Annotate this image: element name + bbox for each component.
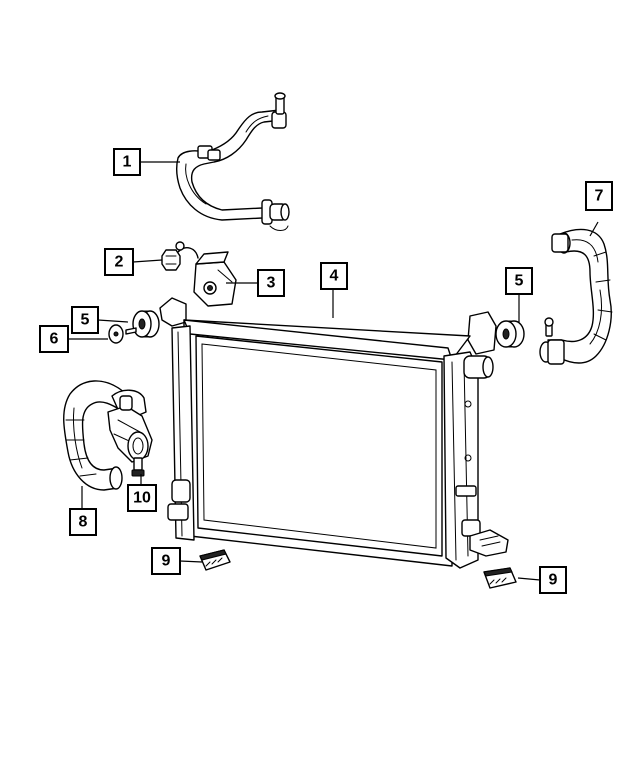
callout-6-label: 6 [50,331,59,348]
callout-6: 6 [39,325,69,353]
part-7-hose-right [539,228,613,365]
callout-5-left: 5 [71,306,99,334]
callout-4-label: 4 [330,268,339,285]
part-2-bolt [161,241,199,271]
callout-9-right-label: 9 [549,572,558,589]
callout-2: 2 [104,248,134,276]
part-9-pad-right [483,567,517,589]
callout-9-left-label: 9 [162,553,171,570]
callout-3-label: 3 [267,275,276,292]
part-5-isolator-right [495,320,525,348]
part-6-screw [108,324,137,344]
part-4-radiator [159,297,509,569]
callout-9-right: 9 [539,566,567,594]
part-5-isolator-left [132,310,160,338]
callout-8: 8 [69,508,97,536]
callout-10: 10 [127,484,157,512]
callout-1: 1 [113,148,141,176]
callout-7: 7 [585,181,613,211]
callout-8-label: 8 [79,514,88,531]
callout-2-label: 2 [115,254,124,271]
callout-5-right-label: 5 [515,273,524,290]
callout-4: 4 [320,262,348,290]
callout-7-label: 7 [595,188,604,205]
callout-5-left-label: 5 [81,312,90,329]
part-1-coolant-tube [175,92,290,231]
callout-1-label: 1 [123,154,132,171]
leader-lines [68,161,599,581]
callout-3: 3 [257,269,285,297]
part-3-bracket [193,251,237,307]
callout-9-left: 9 [151,547,181,575]
part-8-hose-left [63,380,153,491]
callout-5-right: 5 [505,267,533,295]
part-10-clamp [131,457,145,477]
callout-10-label: 10 [133,490,151,507]
part-9-pad-left [199,549,231,571]
